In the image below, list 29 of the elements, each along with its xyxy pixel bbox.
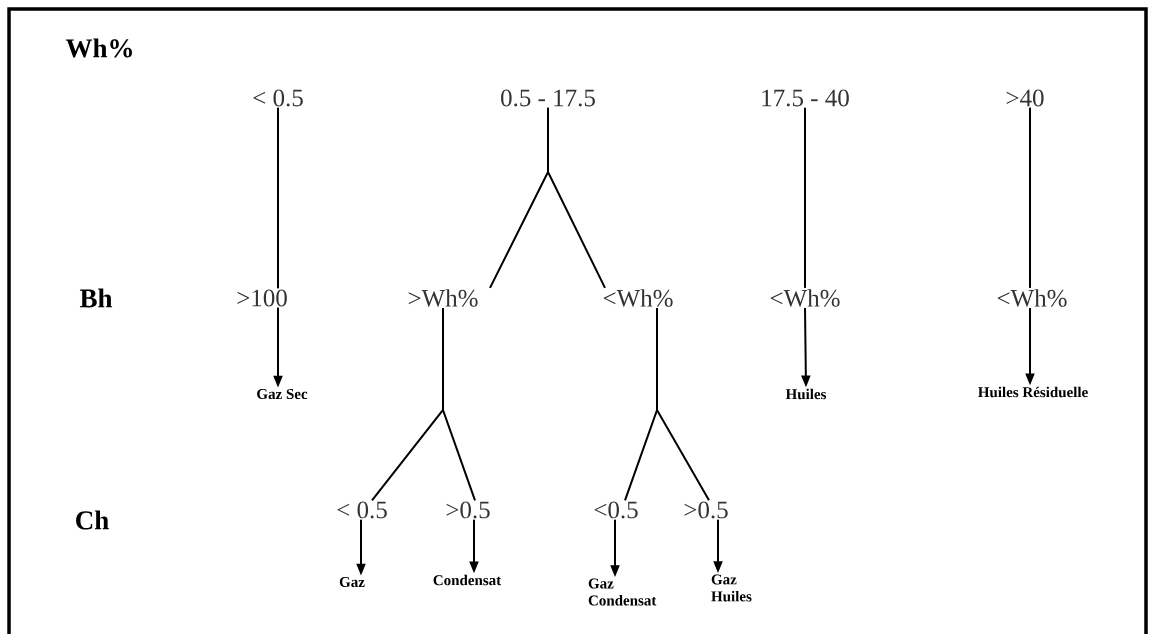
- connector-line: [1029, 106, 1031, 289]
- threshold-value: >40: [1006, 89, 1044, 107]
- threshold-value: >0.5: [684, 501, 728, 519]
- result-label: Gaz: [339, 576, 365, 587]
- connector-line: [656, 307, 710, 502]
- result-label: Huiles Résiduelle: [978, 386, 1088, 398]
- row-header: Ch: [76, 510, 109, 530]
- connector-line: [804, 106, 806, 289]
- result-label: Condensat: [433, 574, 502, 586]
- row-header: Wh%: [65, 38, 132, 58]
- threshold-value: >0.5: [446, 501, 490, 519]
- row-header: Bh: [79, 288, 113, 308]
- result-label: Huiles: [785, 388, 827, 400]
- result-label: Gaz Sec: [257, 388, 308, 399]
- threshold-value: 17.5 - 40: [762, 89, 849, 107]
- connector-line: [547, 106, 606, 289]
- connector-line: [277, 106, 279, 290]
- threshold-value: >Wh%: [408, 289, 478, 307]
- threshold-value: <Wh%: [770, 289, 840, 307]
- threshold-value: < 0.5: [253, 89, 303, 107]
- threshold-value: < 0.5: [337, 501, 387, 519]
- threshold-value: <0.5: [594, 501, 638, 519]
- threshold-value: <Wh%: [997, 289, 1067, 307]
- result-label: Gaz Huiles: [711, 574, 752, 602]
- result-label: Gaz Condensat: [588, 578, 657, 606]
- threshold-value: >100: [237, 289, 287, 307]
- threshold-value: 0.5 - 17.5: [501, 89, 595, 107]
- connector-line: [442, 307, 476, 502]
- threshold-value: <Wh%: [603, 289, 673, 307]
